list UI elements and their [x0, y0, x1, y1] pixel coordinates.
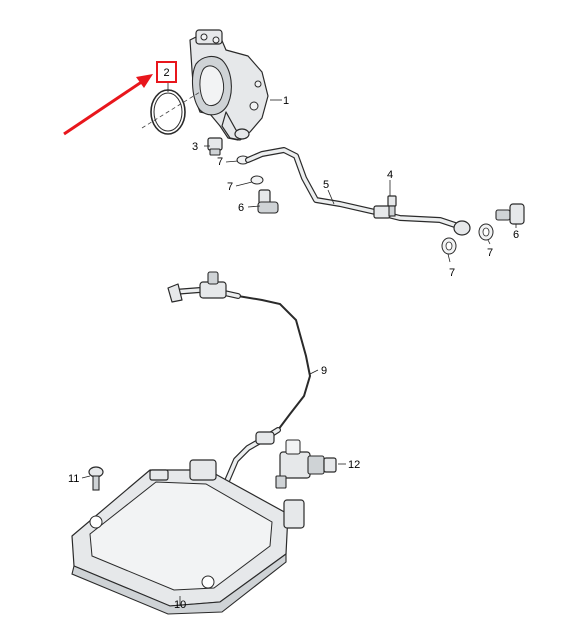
seal-rings-right [441, 223, 494, 255]
callout-2: 2 [163, 67, 169, 79]
callout-7-right: 7 [487, 247, 493, 259]
plug-screw [207, 137, 223, 156]
o-ring [141, 89, 201, 135]
leader-lines [81, 82, 517, 606]
screw-11 [88, 466, 104, 491]
callout-12: 12 [348, 459, 360, 471]
callout-5: 5 [323, 179, 329, 191]
callout-7-middle: 7 [227, 181, 233, 193]
callout-7-upper: 7 [217, 156, 223, 168]
banjo-bolt-right [495, 203, 525, 225]
control-unit [71, 459, 305, 615]
bolt-4 [387, 195, 397, 217]
vacuum-hose [167, 271, 312, 491]
vacuum-line [245, 147, 471, 236]
highlight-arrow [63, 74, 153, 136]
highlight-box [156, 61, 177, 83]
callout-4: 4 [387, 169, 393, 181]
pressure-converter [275, 439, 337, 489]
callout-6-right: 6 [513, 229, 519, 241]
banjo-bolt-left [257, 189, 279, 214]
callout-11: 11 [68, 473, 79, 485]
vacuum-pump [189, 29, 269, 141]
callout-labels: 2 1 3 7 7 6 4 5 7 7 6 9 12 11 10 [68, 61, 519, 611]
callout-9: 9 [321, 365, 327, 377]
callout-10: 10 [174, 599, 186, 611]
callout-7-right-lower: 7 [449, 267, 455, 279]
callout-1: 1 [283, 95, 289, 107]
callout-6-left: 6 [238, 202, 244, 214]
callout-3: 3 [192, 141, 198, 153]
